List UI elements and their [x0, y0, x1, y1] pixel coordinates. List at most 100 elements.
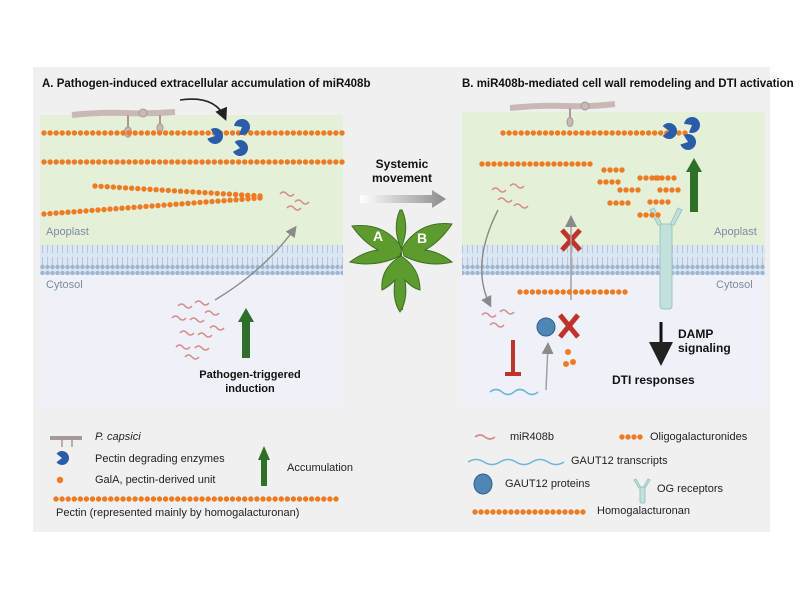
panel-a-pectin-strand-3-bead — [159, 187, 165, 193]
panel-b-og-fragment-4-bead — [629, 187, 635, 193]
legend-pectin-icon-bead — [211, 496, 217, 502]
panel-a-pectin-strand-3-bead — [147, 186, 153, 192]
panel-a-cyto-mirna-8 — [175, 344, 191, 350]
panel-a-pectin-strand-4-bead — [89, 207, 95, 214]
panel-b-gaut12-protein-icon — [536, 317, 556, 337]
panel-a-pectin-strand-1-bead — [156, 130, 163, 136]
panel-b-og-fragment-9-bead — [663, 187, 669, 193]
panel-a-pectin-strand-1-bead — [315, 130, 321, 136]
panel-a-pectin-strand-2-bead — [71, 159, 78, 165]
panel-a-pectin-strand-1-bead — [77, 130, 84, 136]
panel-b-pectin-strand-2-bead — [497, 161, 503, 167]
legend-pectin-icon-bead — [321, 496, 327, 502]
legend-homogalacturonan-icon-bead — [562, 509, 568, 515]
legend-oligogalacturonide-icon-bead — [631, 434, 637, 440]
panel-a-pectin-strand-3-bead — [122, 185, 129, 191]
panel-b-pectin-strand-1-bead — [603, 130, 609, 136]
legend-pectin-icon-bead — [162, 496, 169, 502]
panel-a-pectin-strand-4-bead — [95, 207, 101, 213]
panel-b-og-fragment-9-bead — [657, 187, 663, 193]
panel-a-pectin-strand-4-bead — [77, 208, 83, 214]
panel-a-pectin-strand-2-bead — [266, 159, 272, 165]
panel-a-pectin-strand-1-bead — [308, 130, 315, 136]
panel-b-apo-mirna-4 — [513, 203, 529, 209]
panel-a-pectin-strand-3-bead — [153, 187, 159, 193]
panel-a-mirna-3 — [286, 205, 302, 211]
panel-a-mirna-1 — [279, 191, 295, 197]
panel-b-apoplast-label: Apoplast — [714, 226, 757, 238]
legend-pectin-icon-bead — [266, 496, 272, 502]
panel-a-apoplast-label: Apoplast — [46, 226, 89, 238]
legend-pectin-icon-bead — [278, 496, 284, 502]
panel-b-cyto-homogalacturonan-bead — [603, 289, 610, 295]
panel-b-og-fragment-3-bead — [597, 179, 603, 185]
legend-pectin-icon-bead — [248, 496, 254, 502]
panel-a-pectin-strand-2-bead — [284, 159, 290, 165]
legend-gala-icon — [56, 476, 64, 484]
legend-oligogalacturonide-icon-bead — [625, 434, 631, 440]
panel-a-pectin-strand-2-bead — [41, 159, 47, 165]
panel-a-pectin-strand-2-bead — [339, 159, 345, 165]
panel-b-og-fragment-2-bead — [643, 175, 649, 181]
panel-a-pectin-strand-1-bead — [248, 130, 254, 136]
panel-a-pectin-strand-1-bead — [47, 130, 53, 136]
panel-b-cyto-homogalacturonan-bead — [591, 289, 597, 295]
panel-b-og-fragment-8-bead — [659, 175, 665, 181]
panel-a-pectin-strand-2-bead — [272, 159, 278, 165]
panel-b-pectin-strand-2-bead — [545, 161, 551, 167]
panel-a-membrane — [40, 245, 343, 275]
panel-a-pectin-strand-4-bead — [203, 199, 209, 205]
panel-a-pectin-strand-1-bead — [205, 130, 211, 136]
panel-a-cyto-mirna-9 — [194, 345, 210, 351]
panel-a-pectin-strand-2-bead — [77, 159, 84, 165]
legend-pectin-icon-bead — [71, 496, 78, 502]
panel-b-apo-mirna-2 — [509, 183, 525, 189]
panel-b-cyto-homogalacturonan-bead — [542, 289, 548, 295]
panel-b-og-fragment-7-bead — [649, 212, 655, 218]
legend-pectin-icon-bead — [187, 496, 193, 502]
legend-og-receptor-icon — [633, 478, 651, 504]
panel-a-mirna-2 — [294, 199, 310, 205]
panel-b-cyto-homogalacturonan — [517, 289, 628, 295]
panel-b-gala-unit-3 — [563, 361, 569, 367]
panel-b-og-fragment-5 — [647, 199, 671, 205]
legend-pectin-icon-bead — [83, 496, 90, 502]
damp-line2: signaling — [678, 341, 731, 355]
legend-pectin-icon-bead — [181, 496, 187, 502]
panel-a-pectin-strand-1-bead — [260, 130, 266, 136]
legend-og-receptors-label: OG receptors — [657, 483, 724, 495]
panel-b-apo-mirna-1 — [491, 187, 507, 193]
panel-b-cyto-homogalacturonan-bead — [622, 289, 628, 295]
legend-pectin-label: Pectin (represented mainly by homogalact… — [56, 507, 300, 519]
panel-a-cyto-mirna-10 — [209, 325, 225, 331]
panel-b-og-fragment-1 — [601, 167, 625, 173]
panel-b-pectin-strand-2-bead — [515, 161, 521, 167]
legend-homogalacturonan-icon-bead — [526, 509, 532, 515]
panel-b-og-fragment-4-bead — [617, 187, 623, 193]
panel-a-apoplast-region — [40, 115, 343, 245]
legend-homogalacturonan-icon-bead — [472, 509, 478, 515]
panel-a-pectin-strand-1-bead — [65, 130, 72, 136]
legend-pectin-icon-bead — [95, 496, 102, 502]
panel-a-pectin-strand-3-bead — [171, 188, 178, 194]
legend-pectin-icon-bead — [156, 496, 163, 502]
panel-a-pectin-strand-1-bead — [162, 130, 169, 136]
panel-b-og-fragment-6-bead — [625, 200, 631, 206]
panel-a-pectin-strand-4-bead — [191, 200, 197, 206]
panel-a-pectin-strand-2-bead — [102, 159, 108, 165]
panel-a-pectin-strand-1-bead — [90, 130, 96, 136]
panel-a-pectin-strand-4-bead — [143, 203, 149, 210]
panel-a-pectin-strand-2-bead — [169, 159, 175, 165]
legend-gala-label: GalA, pectin-derived unit — [95, 474, 216, 486]
panel-a-pectin-strand-2-bead — [193, 159, 199, 165]
panel-a-pectin-strand-2-bead — [47, 159, 53, 165]
panel-a-cyto-mirna-11 — [184, 354, 200, 360]
panel-a-pectin-strand-3-bead — [184, 188, 190, 195]
legend-homogalacturonan-icon-bead — [550, 509, 556, 515]
panel-a-pectin-strand-1-bead — [83, 130, 90, 136]
legend-homogalacturonan-icon-bead — [514, 509, 520, 515]
panel-b-enzyme-3 — [680, 134, 696, 150]
panel-b-cyto-homogalacturonan-bead — [535, 289, 542, 295]
panel-a-pectin-strand-4-bead — [137, 204, 143, 210]
panel-b-gala-unit-2 — [570, 359, 576, 365]
